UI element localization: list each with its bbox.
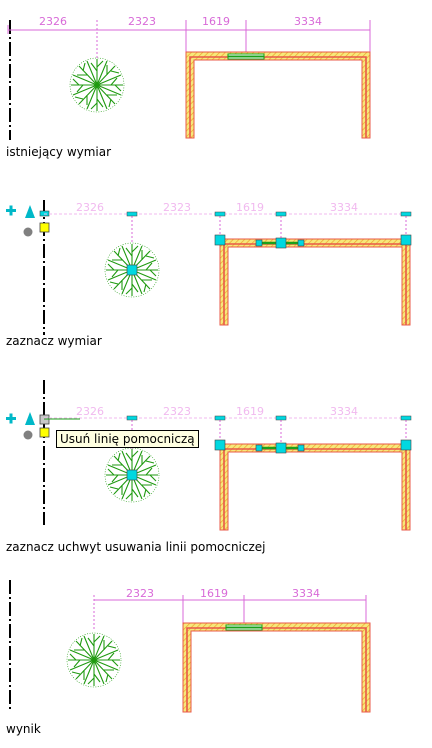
- drawing-canvas: 2326 2323 1619 3334: [6, 380, 412, 531]
- grip-handle[interactable]: [255, 444, 263, 452]
- grip-handle[interactable]: [275, 237, 287, 249]
- dimension-text: 3334: [292, 587, 320, 600]
- dimension-text: 3334: [330, 405, 358, 418]
- wall-outline: [182, 622, 371, 713]
- wall-outline: [219, 238, 411, 326]
- dimension-chain[interactable]: 2323 1619 3334: [93, 587, 367, 630]
- dimension-text: 1619: [236, 201, 264, 214]
- grip-handle[interactable]: [400, 439, 412, 451]
- wall-outline: [185, 51, 371, 139]
- circle-grip-icon[interactable]: [23, 430, 33, 440]
- grip-handle[interactable]: [255, 239, 263, 247]
- grip-handle[interactable]: [126, 211, 138, 217]
- grip-handle[interactable]: [126, 415, 138, 421]
- grip-handle[interactable]: [214, 234, 226, 246]
- dimension-text: 3334: [330, 201, 358, 214]
- triangle-grip-icon[interactable]: [25, 412, 35, 425]
- grip-handle[interactable]: [275, 442, 287, 454]
- dimension-text: 2323: [163, 405, 191, 418]
- triangle-grip-icon[interactable]: [25, 205, 35, 218]
- dimension-text: 3334: [294, 15, 322, 28]
- caption-select-grip: zaznacz uchwyt usuwania linii pomocnicze…: [6, 540, 266, 554]
- grip-tooltip: Usuń linię pomocniczą: [56, 430, 199, 448]
- caption-existing-dimension: istniejący wymiar: [6, 145, 112, 159]
- circle-grip-icon[interactable]: [23, 227, 33, 237]
- dimension-text: 2323: [126, 587, 154, 600]
- grip-handle[interactable]: [214, 439, 226, 451]
- square-grip-icon[interactable]: [39, 427, 50, 438]
- dimension-text: 1619: [236, 405, 264, 418]
- tree-symbol: [69, 57, 125, 113]
- dimension-chain[interactable]: 2326 2323 1619 3334: [7, 15, 371, 60]
- dimension-text: 2326: [76, 201, 104, 214]
- grip-handle[interactable]: [275, 415, 287, 421]
- wall-outline: [219, 443, 411, 531]
- grip-handle[interactable]: [400, 211, 412, 217]
- dimension-text: 2326: [76, 405, 104, 418]
- grip-handle[interactable]: [214, 211, 226, 217]
- dimension-text: 1619: [200, 587, 228, 600]
- dimension-text: 1619: [202, 15, 230, 28]
- drawing-canvas: 2323 1619 3334: [9, 580, 371, 713]
- panel-select-dimension: 2326 2323 1619 3334 zaznacz wymiar: [0, 195, 432, 355]
- dimension-chain-selected[interactable]: 2326 2323 1619 3334: [44, 405, 412, 470]
- grip-handle[interactable]: [214, 415, 226, 421]
- grip-handle[interactable]: [400, 234, 412, 246]
- dimension-text: 2323: [163, 201, 191, 214]
- panel-select-grip: 2326 2323 1619 3334 Usuń linię pomocnicz…: [0, 375, 432, 555]
- grip-handle[interactable]: [297, 444, 305, 452]
- grip-handle[interactable]: [275, 211, 287, 217]
- square-grip-icon[interactable]: [39, 222, 50, 233]
- drawing-canvas: 2326 2323 1619 3334: [6, 200, 412, 335]
- dimension-text: 2326: [39, 15, 67, 28]
- grip-handle[interactable]: [126, 469, 138, 481]
- caption-result: wynik: [6, 722, 41, 736]
- drawing-canvas: 2326 2323 1619 3334: [7, 15, 371, 140]
- grip-handle[interactable]: [400, 415, 412, 421]
- grip-handle[interactable]: [126, 264, 138, 276]
- panel-result: 2323 1619 3334 wynik: [0, 575, 432, 748]
- plus-grip-icon[interactable]: [6, 413, 16, 424]
- panel-existing-dimension: 2326 2323 1619 3334 istniejący wymiar: [0, 0, 432, 175]
- grip-handle[interactable]: [297, 239, 305, 247]
- caption-select-dimension: zaznacz wymiar: [6, 334, 102, 348]
- dimension-text: 2323: [128, 15, 156, 28]
- tree-symbol: [66, 632, 122, 688]
- plus-grip-icon[interactable]: [6, 205, 16, 216]
